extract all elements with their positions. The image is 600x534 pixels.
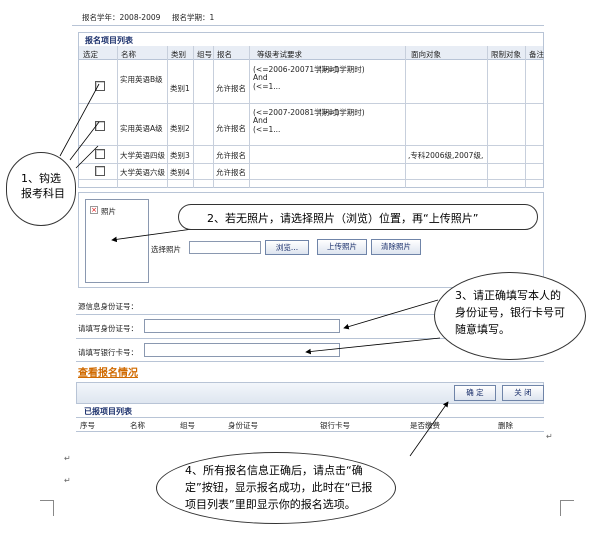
- callout-3-text: 3、请正确填写本人的身份证号，银行卡号可随意填写。: [455, 289, 565, 336]
- callout-4-text: 4、所有报名信息正确后，请点击“确定”按钮，显示报名成功，此时在“已报项目列表”…: [185, 464, 373, 511]
- callout-3: 3、请正确填写本人的身份证号，银行卡号可随意填写。: [434, 272, 586, 360]
- clear-photo-button[interactable]: 清除照片: [371, 239, 421, 255]
- confirm-button[interactable]: 确 定: [454, 385, 496, 401]
- top-info-bar: 报名学年：2008-2009 报名学期：1: [72, 8, 544, 26]
- reg-col-name: 名称: [130, 421, 145, 430]
- row-req-3: (>=1学期时): [319, 65, 365, 74]
- row-checkbox[interactable]: [95, 166, 105, 176]
- project-list-section: 报名项目列表 选定 名称 类别 组号 报名 等级考试要求 面向对象 限制对象 备…: [78, 32, 544, 188]
- reg-col-paid: 是否缴费: [410, 421, 440, 430]
- photo-path-input[interactable]: [189, 241, 261, 254]
- col-name: 名称: [121, 50, 136, 59]
- upload-photo-button[interactable]: 上传照片: [317, 239, 367, 255]
- id-info-label: 源信息身份证号：: [78, 302, 138, 311]
- row-category: 类别4: [170, 168, 190, 177]
- reg-col-bank: 银行卡号: [320, 421, 350, 430]
- callout-1-text: 1、钩选报考科目: [21, 172, 65, 200]
- callout-2: 2、若无照片，请选择照片（浏览）位置，再“上传照片”: [178, 204, 538, 230]
- photo-placeholder: × 照片: [85, 199, 149, 283]
- reg-col-group: 组号: [180, 421, 195, 430]
- registered-list-section: 已报项目列表 序号 名称 组号 身份证号 银行卡号 是否缴费 删除: [76, 406, 544, 432]
- col-remark: 备注: [529, 50, 544, 59]
- callout-4: 4、所有报名信息正确后，请点击“确定”按钮，显示报名成功，此时在“已报项目列表”…: [156, 452, 396, 524]
- row-checkbox[interactable]: [95, 81, 105, 91]
- row-req-2: And: [253, 116, 268, 125]
- bank-card-label: 请填写银行卡号：: [78, 348, 138, 357]
- project-list-title: 报名项目列表: [85, 36, 133, 45]
- term-label: 报名学期：1: [172, 13, 215, 22]
- row-category: 类别2: [170, 124, 190, 133]
- row-status: 允许报名: [216, 168, 246, 177]
- close-button[interactable]: 关 闭: [502, 385, 544, 401]
- id-number-label: 请填写身份证号：: [78, 324, 138, 333]
- select-photo-label: 选择照片: [151, 245, 181, 254]
- col-status: 报名: [217, 50, 232, 59]
- callout-2-text: 2、若无照片，请选择照片（浏览）位置，再“上传照片”: [207, 212, 479, 225]
- row-name: 大学英语四级: [120, 151, 165, 160]
- registered-list-title: 已报项目列表: [84, 407, 132, 416]
- row-status: 允许报名: [216, 151, 246, 160]
- row-req-4: (<=1...: [253, 125, 281, 134]
- page-corner-mark: [40, 500, 54, 516]
- id-number-input[interactable]: [144, 319, 340, 333]
- row-checkbox[interactable]: [95, 149, 105, 159]
- row-status: 允许报名: [216, 124, 246, 133]
- row-checkbox[interactable]: [95, 121, 105, 131]
- browse-button[interactable]: 浏览...: [265, 240, 309, 255]
- col-select: 选定: [83, 50, 98, 59]
- row-name: 实用英语A级: [120, 124, 163, 133]
- project-list-header: [79, 46, 543, 60]
- photo-placeholder-label: 照片: [101, 207, 116, 216]
- reg-col-index: 序号: [80, 421, 95, 430]
- callout-1: 1、钩选报考科目: [6, 152, 76, 226]
- row-req-3: (>=1学期时): [319, 108, 365, 117]
- broken-image-icon: ×: [90, 206, 98, 214]
- reg-col-delete: 删除: [498, 421, 513, 430]
- row-req-2: And: [253, 73, 268, 82]
- page-corner-mark: [560, 500, 574, 516]
- reg-col-id: 身份证号: [228, 421, 258, 430]
- row-req-4: (<=1...: [253, 82, 281, 91]
- row-status: 允许报名: [216, 84, 246, 93]
- col-group: 组号: [197, 50, 212, 59]
- row-target: ,专科2006级,2007级,: [408, 151, 484, 160]
- view-registration-link[interactable]: 查看报名情况: [78, 368, 138, 379]
- year-label: 报名学年：2008-2009: [82, 13, 161, 22]
- col-category: 类别: [171, 50, 186, 59]
- paragraph-mark: ↵: [546, 432, 553, 441]
- row-category: 类别3: [170, 151, 190, 160]
- row-name: 实用英语B级: [120, 75, 163, 84]
- paragraph-mark: ↵: [64, 454, 71, 463]
- bank-card-input[interactable]: [144, 343, 340, 357]
- row-name: 大学英语六级: [120, 168, 165, 177]
- paragraph-mark: ↵: [64, 476, 71, 485]
- col-requirement: 等级考试要求: [257, 50, 302, 59]
- row-req-1: (<=2007-20081学期时): [253, 108, 340, 117]
- col-target: 面向对象: [411, 50, 441, 59]
- row-category: 类别1: [170, 84, 190, 93]
- col-restrict: 限制对象: [491, 50, 521, 59]
- row-req-1: (<=2006-20071学期时): [253, 65, 340, 74]
